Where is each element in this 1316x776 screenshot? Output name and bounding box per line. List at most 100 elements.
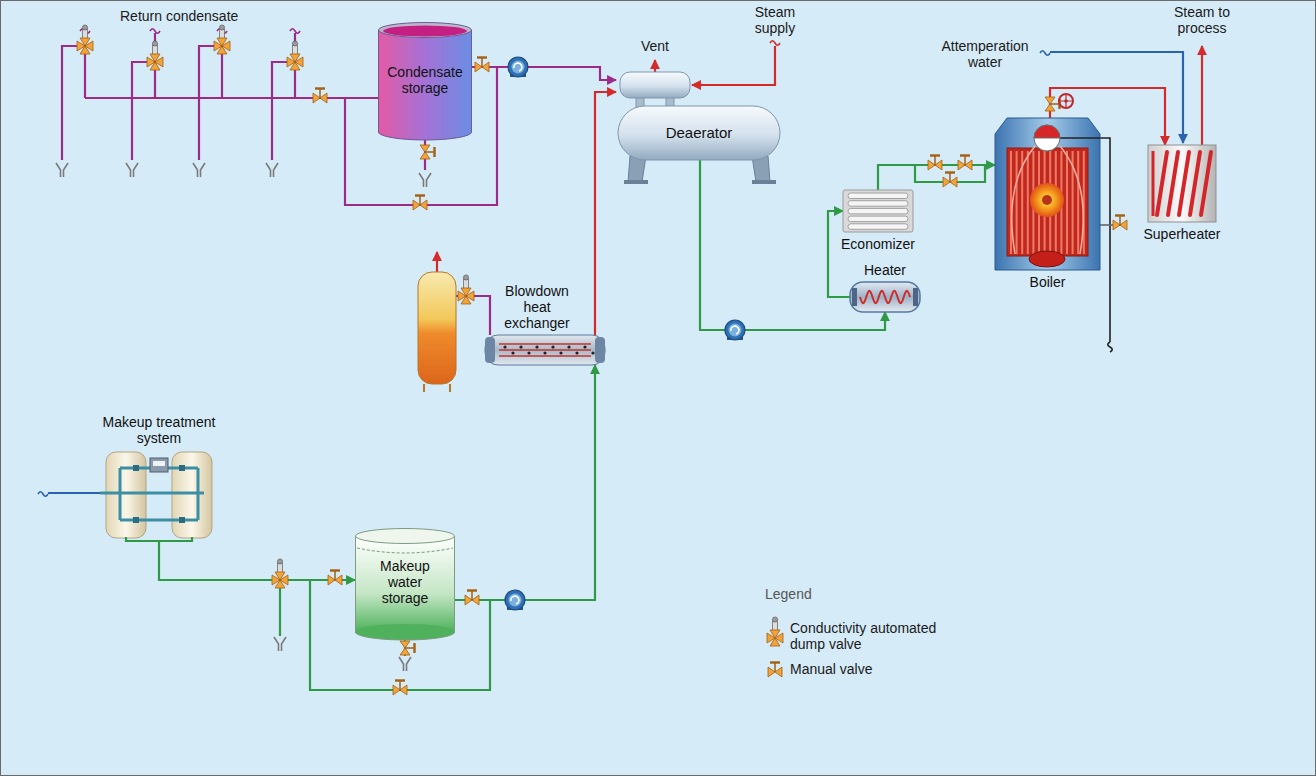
superheater-outline	[1190, 152, 1200, 215]
heat-exchanger-outline	[527, 351, 530, 354]
economizer-outline	[848, 224, 908, 230]
blowdown-pipe	[1100, 138, 1110, 342]
steam-stop-handwheel	[1059, 94, 1073, 108]
water-pipe	[38, 51, 1183, 497]
node-label: Deaerator	[636, 124, 762, 141]
heater-outline	[860, 291, 910, 303]
pipe-connector	[595, 92, 616, 335]
pipe-connector	[159, 542, 355, 580]
heat-exchanger-outline	[485, 335, 605, 365]
drain-funnel	[399, 657, 411, 671]
conductivity-dump-valve	[77, 25, 93, 54]
node-label: Blowdown heat exchanger	[493, 283, 581, 331]
heater-outline	[852, 288, 857, 306]
pump	[508, 57, 528, 77]
conductivity-dump-valve	[272, 559, 288, 588]
steam-pipe	[654, 60, 656, 72]
node-label: Makeup treatment system	[84, 414, 234, 446]
treatment-system-outline	[153, 461, 165, 466]
condensate-tank-outline	[383, 26, 467, 37]
condensate-tank-outline	[379, 23, 472, 38]
pipe-connector	[878, 165, 995, 190]
boiler-outline	[1042, 195, 1052, 205]
heat-exchanger-outline	[595, 337, 605, 363]
superheater-outline	[1148, 145, 1216, 222]
condensate-tank: Condensate storage	[378, 22, 472, 140]
heat-exchanger-outline	[503, 345, 506, 348]
drain-funnel	[274, 637, 286, 651]
superheater-outline	[1179, 152, 1189, 215]
manual-valve	[400, 641, 415, 655]
pipe-connector	[472, 67, 616, 80]
heat-exchanger-outline	[485, 337, 495, 363]
condensate-pipe	[85, 97, 378, 99]
drain-funnel	[419, 173, 431, 187]
drain-funnel	[126, 163, 138, 177]
heat-exchanger-outline	[499, 349, 591, 351]
flash-tank	[424, 384, 450, 392]
conductivity-dump-valve	[214, 25, 230, 54]
steam-pipe	[1201, 46, 1203, 145]
treatment-system-outline	[126, 537, 192, 542]
economizer-outline	[848, 193, 908, 199]
heat-exchanger-outline	[519, 345, 522, 348]
drain-funnel	[56, 163, 68, 177]
conductivity-dump-valve	[77, 25, 474, 588]
boiler-outline	[1027, 151, 1029, 254]
legend-symbol	[768, 663, 782, 678]
manual-valve	[475, 58, 489, 73]
steam-pipe	[436, 252, 438, 272]
manual-valve	[465, 591, 479, 606]
heat-exchanger-outline	[551, 345, 554, 348]
manual-valve	[313, 89, 327, 104]
heat-exchanger-outline	[485, 335, 605, 365]
makeup-tank-outline	[356, 529, 455, 544]
legend-text: Manual valve	[790, 661, 965, 677]
condensate-pipe	[62, 46, 295, 160]
economizer: Economizer	[843, 190, 913, 232]
feedwater-pipe	[279, 580, 281, 636]
economizer-outline	[843, 190, 913, 232]
legend-symbol	[767, 617, 783, 646]
treatment-system-outline	[106, 452, 146, 538]
boiler-outline	[995, 118, 1100, 270]
node-label: Superheater	[1117, 226, 1247, 242]
makeup-tank-outline	[355, 624, 455, 640]
deaerator-vessel-outline	[699, 158, 701, 185]
manual-valve	[413, 196, 427, 211]
makeup-tank-outline	[356, 536, 455, 632]
makeup-tank-outline	[356, 632, 455, 640]
superheater-outline	[1168, 152, 1178, 215]
water-pipe	[48, 492, 100, 494]
deaerator-vessel-outline	[618, 106, 780, 160]
treatment-system-outline	[133, 465, 139, 471]
condensate-tank-outline	[378, 30, 472, 132]
heat-exchanger-outline	[511, 351, 514, 354]
heat-exchanger-outline	[499, 343, 591, 345]
heat-exchanger-outline	[543, 351, 546, 354]
conductivity-dump-valve	[147, 41, 163, 70]
treatment-system-outline	[150, 458, 168, 472]
water-pipe	[1040, 51, 1050, 56]
legend-heading: Legend	[765, 586, 812, 602]
economizer-outline	[843, 190, 913, 232]
conductivity-dump-valve	[458, 275, 474, 304]
legend-symbol	[765, 616, 787, 650]
legend-text: Conductivity automated dump valve	[790, 620, 965, 652]
deaerator-vessel-outline	[624, 180, 648, 184]
superheater: Superheater	[1148, 145, 1216, 222]
boiler-outline	[1077, 151, 1079, 254]
condensate-tank-outline	[379, 132, 472, 140]
boiler-outline	[1007, 148, 1088, 256]
treatment-system-outline	[100, 450, 218, 542]
heater: Heater	[850, 282, 920, 312]
node-label: Makeup water storage	[363, 558, 447, 606]
superheater-outline	[1157, 152, 1167, 215]
stream-label: Return condensate	[120, 8, 238, 24]
heat-exchanger-outline	[567, 345, 570, 348]
treatment-system-outline	[172, 452, 212, 538]
pipe-break-symbol	[80, 29, 300, 34]
manual-valve	[313, 58, 1127, 696]
legend-symbol	[765, 657, 787, 691]
pump	[725, 320, 745, 340]
